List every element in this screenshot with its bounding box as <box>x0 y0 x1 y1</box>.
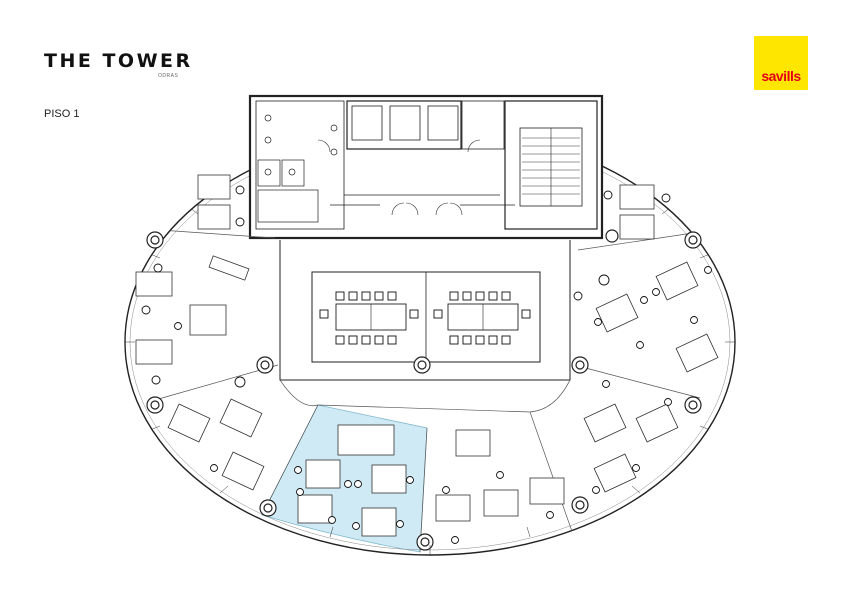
partitions <box>154 229 701 553</box>
door-icon <box>317 139 481 216</box>
column-icon <box>146 229 702 551</box>
savills-logo: savills <box>754 36 808 90</box>
savills-logo-text: savills <box>761 68 801 84</box>
toilet-icon <box>264 168 272 176</box>
desk-icon <box>135 174 719 537</box>
toilet-icon <box>288 168 296 176</box>
floor-label: PISO 1 <box>44 108 80 120</box>
toilet-icon <box>264 114 272 122</box>
brand-subtitle: ODRAS <box>158 73 179 79</box>
chair-icon <box>141 185 712 544</box>
stair-icon <box>522 137 580 195</box>
service-core <box>248 94 604 240</box>
toilet-icon <box>264 136 272 144</box>
brand-logo: THE TOWER <box>44 50 193 72</box>
